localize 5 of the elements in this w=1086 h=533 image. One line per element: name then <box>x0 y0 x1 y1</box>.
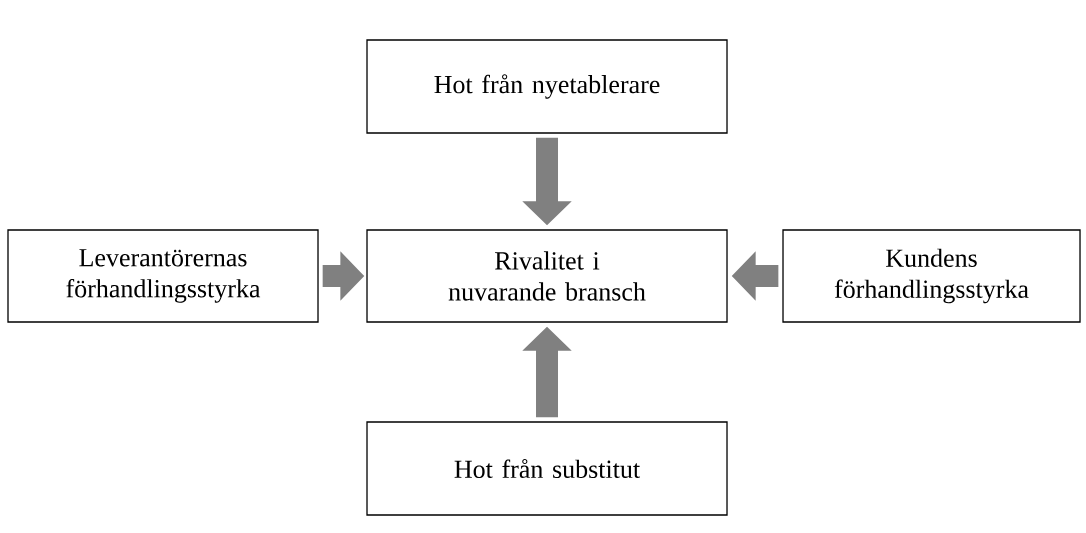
text-box: Hot från nyetablerare <box>366 39 728 134</box>
text-box: Hot från substitut <box>366 421 728 516</box>
text-box: Kundens förhandlingsstyrka <box>782 229 1081 323</box>
text-box: Leverantörernas förhandlingsstyrka <box>7 229 319 323</box>
text-box: Rivalitet i nuvarande bransch <box>366 229 728 323</box>
